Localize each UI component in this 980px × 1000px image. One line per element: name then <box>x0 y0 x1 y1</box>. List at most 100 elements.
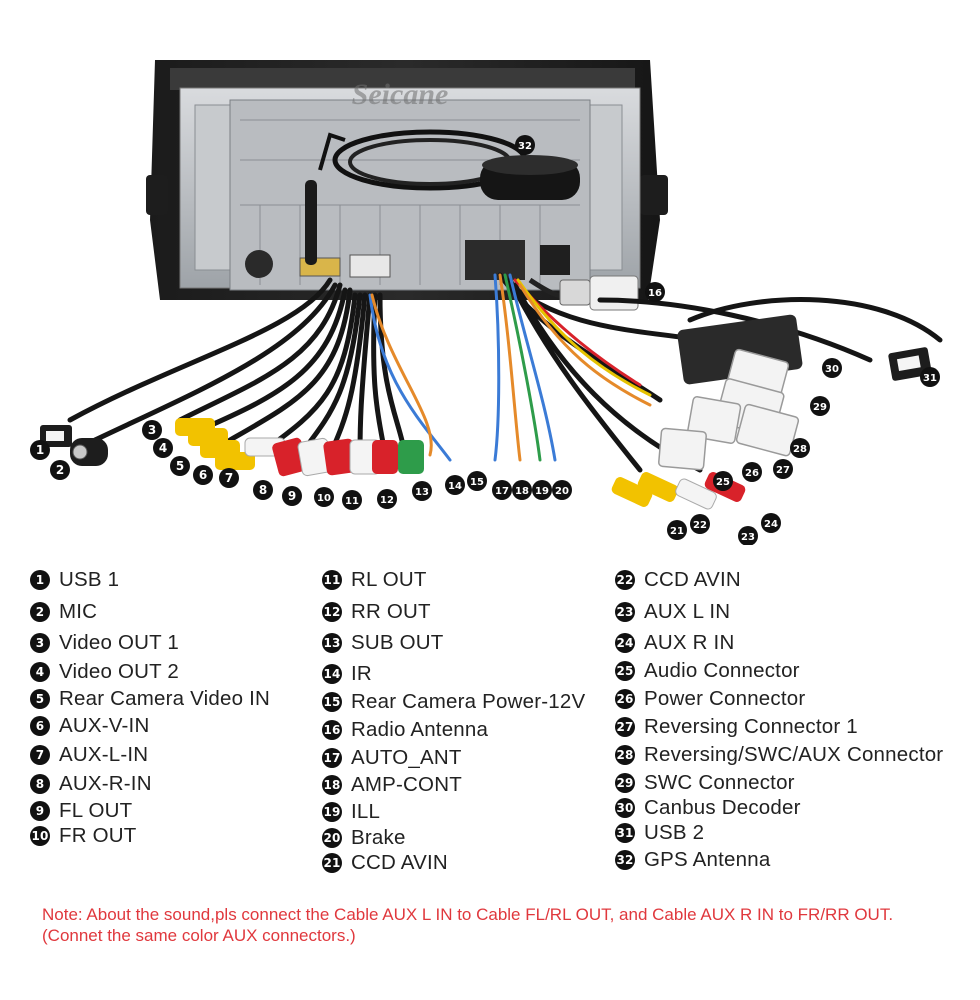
callout-number: 31 <box>923 373 937 384</box>
callout-badge <box>377 489 397 509</box>
callout-number: 5 <box>176 459 184 473</box>
legend-item: 14 IR <box>322 662 372 686</box>
callout-number: 22 <box>693 520 707 531</box>
callout-number: 25 <box>716 477 730 488</box>
callout-badge <box>342 490 362 510</box>
legend-label: AUX-L-IN <box>59 743 149 766</box>
callout-number: 10 <box>317 493 331 504</box>
callout-number: 2 <box>56 463 64 477</box>
legend-number-badge: 16 <box>322 720 342 740</box>
callout-badge <box>219 468 239 488</box>
callout-badge <box>761 513 781 533</box>
legend-number-badge: 30 <box>615 798 635 818</box>
legend-number-badge: 8 <box>30 774 50 794</box>
legend-label: Reversing Connector 1 <box>644 715 858 738</box>
legend-number-badge: 9 <box>30 801 50 821</box>
legend-number-badge: 27 <box>615 717 635 737</box>
legend-number-badge: 1 <box>30 570 50 590</box>
legend-number-badge: 4 <box>30 662 50 682</box>
mic-jack <box>70 438 108 466</box>
legend-label: Video OUT 1 <box>59 631 179 654</box>
legend-label: FL OUT <box>59 799 133 822</box>
callout-number: 29 <box>813 402 827 413</box>
connector-cluster <box>658 348 800 471</box>
legend-number-badge: 24 <box>615 633 635 653</box>
callout-badge <box>314 487 334 507</box>
legend-label: FR OUT <box>59 824 137 847</box>
legend-label: AUX R IN <box>644 631 735 654</box>
legend-number-badge: 14 <box>322 664 342 684</box>
callout-number: 6 <box>199 468 207 482</box>
legend-number-badge: 26 <box>615 689 635 709</box>
legend-label: SWC Connector <box>644 771 795 794</box>
legend-number-badge: 25 <box>615 661 635 681</box>
legend-item: 30 Canbus Decoder <box>615 796 801 820</box>
legend-item: 9 FL OUT <box>30 799 132 823</box>
legend-label: SUB OUT <box>351 631 444 654</box>
legend-label: Radio Antenna <box>351 718 489 741</box>
callout-number: 12 <box>380 495 394 506</box>
left-harness <box>67 277 408 458</box>
callout-badge <box>467 471 487 491</box>
legend-label: AMP-CONT <box>351 773 462 796</box>
legend-number-badge: 6 <box>30 716 50 736</box>
legend-label: AUX-V-IN <box>59 714 150 737</box>
callout-badge <box>170 456 190 476</box>
callout-number: 8 <box>259 483 267 497</box>
callout-badge <box>153 438 173 458</box>
legend-number-badge: 18 <box>322 775 342 795</box>
legend-number-badge: 13 <box>322 633 342 653</box>
head-unit <box>146 60 668 300</box>
legend-item: 4 Video OUT 2 <box>30 660 179 684</box>
legend-number-badge: 21 <box>322 853 342 873</box>
legend-item: 16 Radio Antenna <box>322 718 488 742</box>
legend-item: 11 RL OUT <box>322 568 427 592</box>
callout-number: 19 <box>535 486 549 497</box>
legend-item: 6 AUX-V-IN <box>30 714 149 738</box>
legend-label: Video OUT 2 <box>59 660 179 683</box>
brand-watermark: Seicane <box>352 78 449 111</box>
callout-badge <box>50 460 70 480</box>
legend-label: AUX L IN <box>644 600 731 623</box>
callout-number: 11 <box>345 496 359 507</box>
callout-badge <box>253 480 273 500</box>
legend-number-badge: 11 <box>322 570 342 590</box>
legend-label: IR <box>351 662 372 685</box>
legend-number-badge: 29 <box>615 773 635 793</box>
gps-antenna <box>318 129 580 200</box>
callout-number: 4 <box>159 441 167 455</box>
legend-label: RR OUT <box>351 600 431 623</box>
callout-number: 15 <box>470 477 484 488</box>
callout-badge <box>738 526 758 545</box>
callout-number: 21 <box>670 526 684 537</box>
usb-1-plug <box>40 425 72 447</box>
legend-label: Canbus Decoder <box>644 796 801 819</box>
callout-badge <box>810 396 830 416</box>
callout-number: 30 <box>825 364 839 375</box>
legend-label: AUTO_ANT <box>351 746 462 769</box>
legend-number-badge: 32 <box>615 850 635 870</box>
legend-label: RL OUT <box>351 568 427 591</box>
callout-badge <box>492 480 512 500</box>
usb-2-plug <box>888 347 932 381</box>
callout-badge <box>445 475 465 495</box>
callout-badge <box>713 471 733 491</box>
legend-number-badge: 7 <box>30 745 50 765</box>
callout-number: 1 <box>36 443 44 457</box>
legend-item: 24 AUX R IN <box>615 631 734 655</box>
legend-number-badge: 28 <box>615 745 635 765</box>
callout-number: 24 <box>764 519 778 530</box>
legend-label: USB 1 <box>59 568 120 591</box>
callout-number: 16 <box>648 288 662 299</box>
callout-badge <box>282 486 302 506</box>
